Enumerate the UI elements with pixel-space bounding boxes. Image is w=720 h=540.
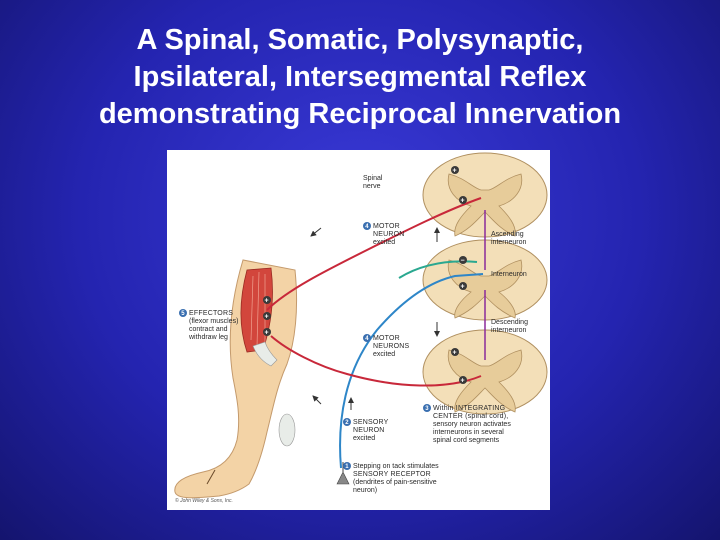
label-descending-interneuron: Descending interneuron [491, 319, 528, 334]
svg-text:NEURON: NEURON [373, 231, 405, 238]
svg-text:3: 3 [425, 406, 429, 412]
lower-motor-direction-arrow [312, 395, 322, 405]
label-sensory-receptor: 1 Stepping on tack stimulates SENSORY RE… [343, 462, 439, 494]
svg-text:nerve: nerve [363, 183, 381, 190]
sign-plus-4: + [453, 350, 457, 357]
leg-illustration [174, 259, 298, 499]
svg-text:excited: excited [373, 351, 395, 358]
label-effectors: 5 EFFECTORS (flexor muscles) contract an… [179, 309, 238, 341]
svg-text:interneuron: interneuron [491, 327, 527, 334]
sign-plus-6: + [265, 298, 269, 305]
label-interneuron: Interneuron [491, 271, 527, 278]
svg-text:sensory neuron activates: sensory neuron activates [433, 421, 511, 428]
svg-text:Interneuron: Interneuron [491, 271, 527, 278]
svg-text:5: 5 [181, 311, 185, 317]
svg-text:(flexor muscles): (flexor muscles) [189, 318, 238, 325]
label-sensory-neuron: 2 SENSORY NEURON excited [343, 418, 389, 442]
step-badge-4-upper [363, 222, 371, 230]
foot-detail [206, 469, 216, 485]
label-motor-neuron-upper: 4 MOTOR NEURON excited [363, 222, 405, 246]
svg-text:4: 4 [365, 224, 369, 230]
svg-text:CENTER (spinal cord),: CENTER (spinal cord), [433, 413, 508, 420]
step-badge-5 [179, 309, 187, 317]
step-badge-1 [343, 462, 351, 470]
label-integrating-center: 3 Within INTEGRATING CENTER (spinal cord… [423, 404, 511, 444]
svg-text:2: 2 [345, 420, 349, 426]
title-line-2: Ipsilateral, Intersegmental Reflex [133, 61, 587, 93]
svg-text:excited: excited [353, 435, 375, 442]
synapse-signs: + + − + + + + + + [263, 166, 467, 385]
svg-text:excited: excited [373, 239, 395, 246]
reflex-arc-illustration: + + − + + + + + + Spinal nerve 4 MOTOR N… [174, 152, 548, 504]
label-motor-neurons-lower: 4 MOTOR NEURONS excited [363, 334, 410, 358]
svg-text:Stepping on tack stimulates: Stepping on tack stimulates [353, 463, 439, 470]
svg-text:interneurons in several: interneurons in several [433, 429, 504, 436]
svg-text:withdraw leg: withdraw leg [188, 334, 228, 341]
interneuron-pathway [398, 260, 478, 279]
sign-plus-8: + [265, 330, 269, 337]
svg-text:4: 4 [365, 336, 369, 342]
sensory-neuron-pathway [339, 273, 484, 469]
svg-text:NEURON: NEURON [353, 427, 385, 434]
svg-text:MOTOR: MOTOR [373, 223, 400, 230]
svg-text:Ascending: Ascending [491, 231, 524, 238]
svg-text:Spinal: Spinal [363, 175, 383, 182]
svg-text:(dendrites of pain-sensitive: (dendrites of pain-sensitive [353, 479, 437, 486]
motor-neuron-pathway-upper [266, 197, 482, 311]
sign-plus-3: + [461, 284, 465, 291]
svg-text:Within INTEGRATING: Within INTEGRATING [433, 405, 505, 412]
svg-text:contract and: contract and [189, 326, 228, 333]
label-ascending-interneuron: Ascending interneuron [491, 231, 527, 246]
sign-plus-2: + [461, 198, 465, 205]
copyright-notice: © John Wiley & Sons, Inc. [175, 497, 233, 504]
tack-illustration [336, 462, 350, 485]
svg-text:spinal cord segments: spinal cord segments [433, 437, 500, 444]
svg-text:MOTOR: MOTOR [373, 335, 400, 342]
svg-text:neuron): neuron) [353, 487, 377, 494]
svg-text:1: 1 [345, 464, 349, 470]
svg-text:interneuron: interneuron [491, 239, 527, 246]
svg-text:Descending: Descending [491, 319, 528, 326]
label-spinal-nerve: Spinal nerve [363, 175, 383, 190]
step-badge-3 [423, 404, 431, 412]
svg-text:SENSORY RECEPTOR: SENSORY RECEPTOR [353, 471, 431, 478]
svg-text:NEURONS: NEURONS [373, 343, 410, 350]
step-badge-4-lower [363, 334, 371, 342]
knee-bone [278, 413, 296, 447]
motor-neuron-pathway-lower [270, 335, 482, 387]
sign-plus-5: + [461, 378, 465, 385]
svg-text:SENSORY: SENSORY [353, 419, 389, 426]
step-badge-2 [343, 418, 351, 426]
spinal-cord-segment-upper [422, 152, 548, 238]
sign-minus-1: − [461, 258, 465, 265]
title-line-1: A Spinal, Somatic, Polysynaptic, [136, 24, 584, 56]
motor-direction-arrow [310, 227, 322, 237]
title-line-3: demonstrating Reciprocal Innervation [98, 98, 622, 130]
svg-text:EFFECTORS: EFFECTORS [189, 310, 233, 317]
reflex-arc-figure: + + − + + + + + + Spinal nerve 4 MOTOR N… [167, 150, 550, 510]
sign-plus-1: + [453, 168, 457, 175]
knee-joint [252, 341, 278, 367]
slide-title: A Spinal, Somatic, Polysynaptic, Ipsilat… [0, 22, 720, 133]
sign-plus-7: + [265, 314, 269, 321]
